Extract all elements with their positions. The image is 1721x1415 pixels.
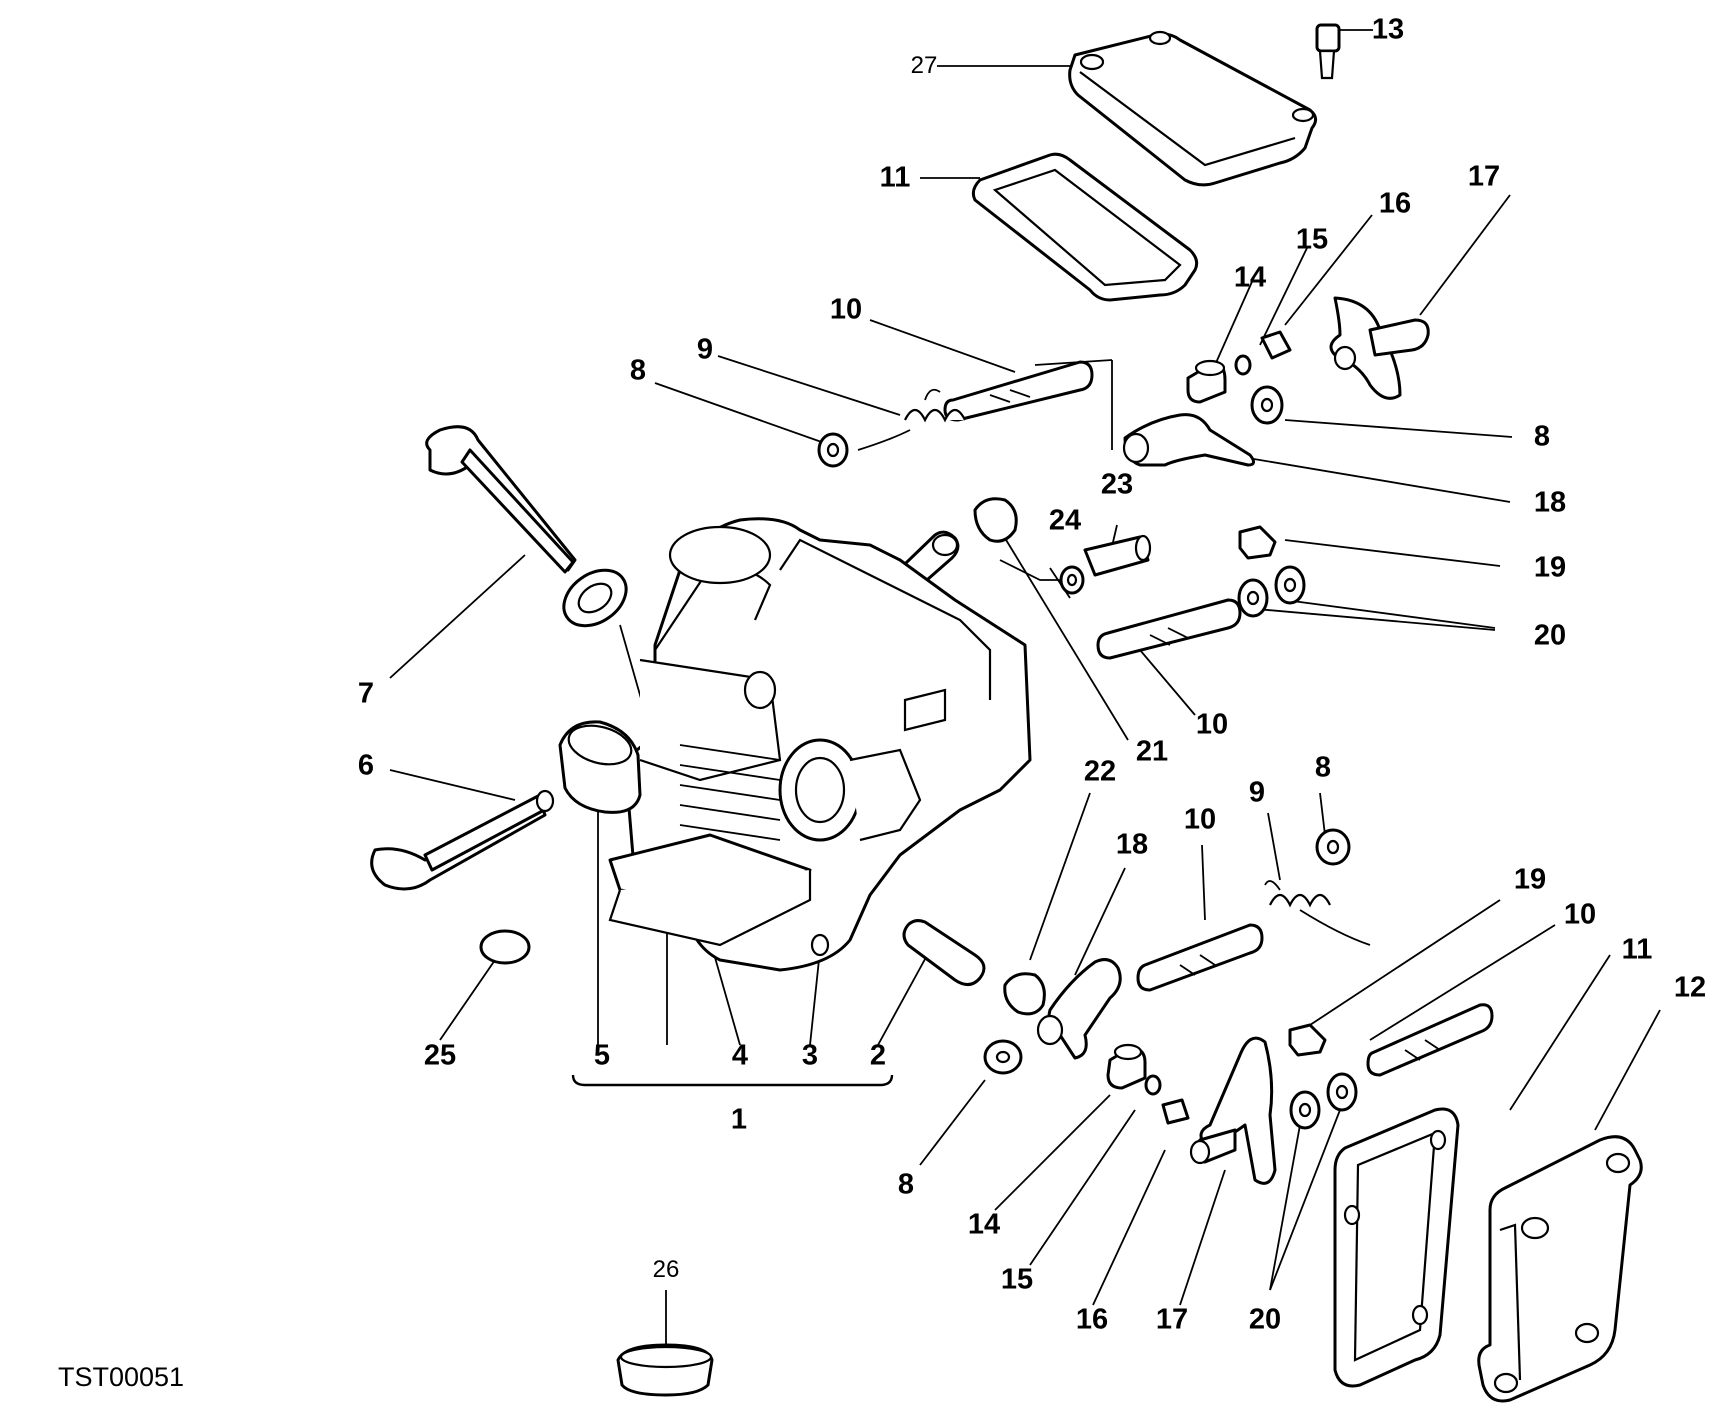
label-8-upper-left: 8 bbox=[629, 354, 647, 387]
label-14-upper: 14 bbox=[1233, 261, 1267, 294]
label-16-upper: 16 bbox=[1378, 187, 1412, 220]
plug-25-part bbox=[479, 929, 531, 965]
lower-washer-8b-part bbox=[983, 1039, 1023, 1075]
leader-lines bbox=[389, 29, 1661, 1345]
label-4: 4 bbox=[731, 1039, 749, 1072]
intake-valve-6-part bbox=[370, 789, 555, 891]
label-19-lower: 19 bbox=[1513, 863, 1547, 896]
lower-cover-part bbox=[1477, 1135, 1643, 1403]
exhaust-valve-7-part bbox=[425, 425, 577, 574]
lower-clip-19-part bbox=[1288, 1023, 1327, 1057]
label-8-lower-left: 8 bbox=[897, 1168, 915, 1201]
upper-washers-20-part bbox=[1237, 565, 1306, 618]
lower-rocker-arm-18-part bbox=[1036, 958, 1122, 1060]
label-22: 22 bbox=[1083, 755, 1117, 788]
label-3: 3 bbox=[801, 1039, 819, 1072]
label-16-lower: 16 bbox=[1075, 1303, 1109, 1336]
valve-seal-4-part bbox=[562, 568, 628, 628]
top-gasket-part bbox=[971, 152, 1199, 302]
bolt-13-part bbox=[1315, 23, 1341, 80]
label-25: 25 bbox=[423, 1039, 457, 1072]
label-1: 1 bbox=[730, 1103, 748, 1136]
washer-24-part bbox=[1059, 565, 1085, 595]
label-17-lower: 17 bbox=[1155, 1303, 1189, 1336]
label-13: 13 bbox=[1371, 13, 1405, 46]
label-8-lower-right: 8 bbox=[1314, 751, 1332, 784]
label-5: 5 bbox=[593, 1039, 611, 1072]
label-11-lower: 11 bbox=[1621, 933, 1653, 966]
label-10-upper: 10 bbox=[829, 293, 863, 326]
figure-code: TST00051 bbox=[58, 1362, 185, 1392]
upper-adjuster-14-part bbox=[1186, 359, 1227, 404]
label-20-upper: 20 bbox=[1533, 619, 1567, 652]
lower-spring-9-part bbox=[1264, 880, 1371, 946]
label-21: 21 bbox=[1135, 735, 1169, 768]
label-26: 26 bbox=[652, 1256, 680, 1283]
label-9-upper: 9 bbox=[696, 333, 714, 366]
lower-oring-15-part bbox=[1144, 1074, 1162, 1096]
label-11-upper: 11 bbox=[879, 161, 911, 194]
label-7: 7 bbox=[357, 677, 375, 710]
label-19-upper: 19 bbox=[1533, 551, 1567, 584]
cylinder-head-part bbox=[608, 517, 1032, 972]
label-27: 27 bbox=[910, 52, 938, 79]
mid-shaft-10-part bbox=[1096, 598, 1242, 660]
upper-rocker-arm-17-part bbox=[1329, 296, 1430, 400]
label-18-lower: 18 bbox=[1115, 828, 1149, 861]
lower-adjuster-14-part bbox=[1106, 1043, 1147, 1090]
label-24: 24 bbox=[1048, 504, 1082, 537]
lower-pushrod-part bbox=[902, 919, 986, 986]
lower-cap-16-part bbox=[1161, 1098, 1190, 1125]
label-15-lower: 15 bbox=[1000, 1263, 1034, 1296]
label-20-lower: 20 bbox=[1248, 1303, 1282, 1336]
label-23: 23 bbox=[1100, 468, 1134, 501]
cap-21-part bbox=[973, 497, 1018, 543]
lower-gasket-part bbox=[1333, 1107, 1460, 1388]
label-10-lower: 10 bbox=[1183, 803, 1217, 836]
lower-rocker-arm-17-part bbox=[1189, 1036, 1277, 1185]
upper-clip-19-part bbox=[1238, 525, 1277, 560]
top-cover-part bbox=[1068, 30, 1317, 187]
upper-oring-15-part bbox=[1234, 354, 1252, 376]
lower-washer-8-part bbox=[1315, 828, 1351, 866]
label-15-upper: 15 bbox=[1295, 223, 1329, 256]
seat-26-part bbox=[616, 1343, 714, 1397]
upper-rocker-arm-18-part bbox=[1122, 413, 1255, 467]
upper-washer-8b-part bbox=[1250, 385, 1284, 425]
lower-shaft-10-part bbox=[1136, 923, 1264, 992]
label-2: 2 bbox=[869, 1039, 887, 1072]
label-6: 6 bbox=[357, 749, 375, 782]
upper-cap-16-part bbox=[1260, 330, 1292, 360]
upper-rocker-shaft-part bbox=[943, 360, 1094, 422]
bolt-23-part bbox=[1083, 534, 1152, 577]
label-14-lower: 14 bbox=[967, 1208, 1001, 1241]
valve-seat-5-part bbox=[558, 720, 642, 814]
upper-spring-part bbox=[857, 388, 966, 451]
lower-cap-22-part bbox=[1003, 972, 1046, 1016]
lower-shaft-10b-part bbox=[1366, 1003, 1494, 1077]
label-18-upper: 18 bbox=[1533, 486, 1567, 519]
label-10-lower-right: 10 bbox=[1563, 898, 1597, 931]
label-12: 12 bbox=[1673, 971, 1707, 1004]
lower-washers-20-part bbox=[1289, 1072, 1358, 1130]
label-8-upper-right: 8 bbox=[1533, 420, 1551, 453]
upper-washer-8-part bbox=[817, 432, 849, 468]
label-9-lower: 9 bbox=[1248, 776, 1266, 809]
label-17-upper: 17 bbox=[1467, 160, 1501, 193]
label-10-mid: 10 bbox=[1195, 708, 1229, 741]
